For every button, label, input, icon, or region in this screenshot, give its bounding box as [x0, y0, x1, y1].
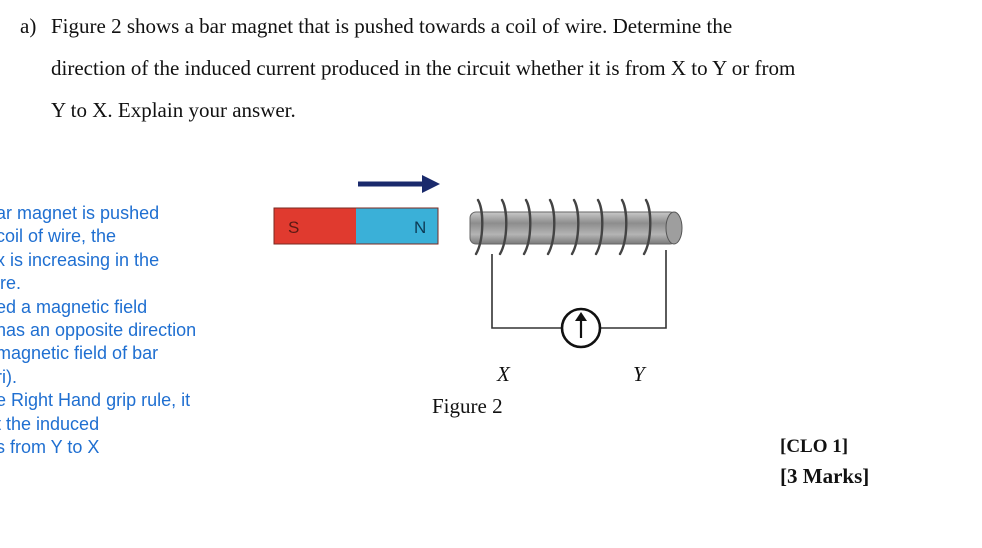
question-label: a): [20, 14, 37, 38]
answer-note-line: t the induced: [0, 413, 100, 434]
clo-label: [CLO 1]: [780, 436, 849, 457]
motion-arrow-icon: [358, 175, 440, 193]
magnet-south-pole: [274, 208, 356, 244]
answer-note-line: x is increasing in the: [0, 249, 160, 270]
answer-note-line: ar magnet is pushed: [0, 203, 160, 223]
magnet-south-label: S: [288, 218, 299, 237]
figure-2-diagram: S N: [273, 175, 683, 349]
terminal-y-label: Y: [633, 362, 645, 386]
marks-label: [3 Marks]: [780, 464, 870, 488]
answer-note-line: ri).: [0, 366, 17, 387]
answer-note-line: s from Y to X: [0, 437, 100, 458]
answer-note-line: ed a magnetic field: [0, 296, 148, 317]
answer-note-line: has an opposite direction: [0, 320, 197, 341]
bar-magnet: S N: [273, 207, 439, 245]
question-line-1: Figure 2 shows a bar magnet that is push…: [51, 14, 733, 38]
coil-of-wire: [469, 198, 683, 256]
figure-caption: Figure 2: [432, 394, 503, 418]
galvanometer-icon: [560, 307, 602, 349]
magnet-north-pole: [356, 208, 438, 244]
question-line-3: Y to X. Explain your answer.: [51, 98, 296, 122]
answer-note-line: ire.: [0, 273, 22, 294]
answer-note-line: coil of wire, the: [0, 226, 117, 247]
question-line-2: direction of the induced current produce…: [51, 56, 796, 80]
answer-note: ar magnet is pushed coil of wire, the x …: [0, 202, 236, 459]
magnet-north-label: N: [414, 218, 426, 237]
terminal-x-label: X: [497, 362, 510, 386]
circuit-wires: [491, 250, 667, 329]
answer-note-line: e Right Hand grip rule, it: [0, 390, 191, 411]
answer-note-line: magnetic field of bar: [0, 343, 159, 364]
